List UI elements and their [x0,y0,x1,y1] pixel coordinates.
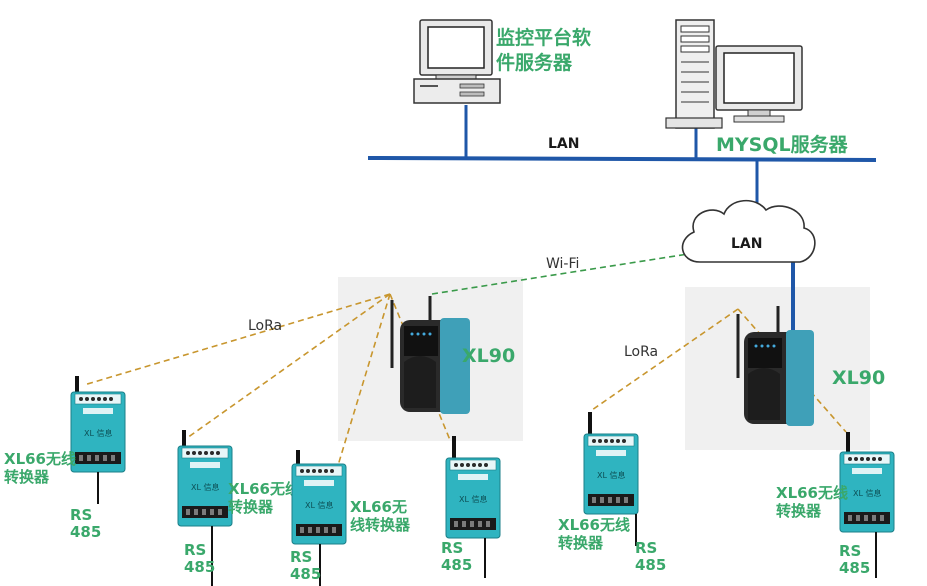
converter-2-num: 485 [184,558,215,576]
desktop-computer-icon [413,19,501,104]
wireless-converter-icon: XL 信息 [583,412,639,546]
server-monitor-icon [715,45,803,123]
converter-6-rs: RS [839,542,861,560]
mysql-server-label: MYSQL服务器 [716,133,849,156]
lora-label-right: LoRa [624,344,658,360]
converter-3-label-line1: XL66无 [350,498,407,516]
svg-text:XL 信息: XL 信息 [191,482,219,492]
lan-bus-line [367,156,877,162]
converter-3-label-line2: 线转换器 [350,516,411,534]
wireless-converter-icon: XL 信息 [291,450,347,586]
converter-4-num: 485 [441,556,472,574]
converter-1-num: 485 [70,523,101,541]
converter-5-label-line1: XL66无线 [558,516,630,534]
converter-2-rs: RS [184,541,206,559]
lan-bus-label: LAN [548,136,579,152]
server-tower-icon [665,19,723,129]
converter-3-num: 485 [290,565,321,583]
converter-5-label-line2: 转换器 [558,534,604,552]
converter-5-rs: RS [635,539,657,557]
wireless-converter-icon: XL 信息 [445,436,501,578]
svg-text:XL 信息: XL 信息 [597,470,625,480]
lora-label-left: LoRa [248,318,282,334]
converter-2-label-line2: 转换器 [228,498,274,516]
monitor-server-label-line2: 件服务器 [496,51,573,74]
wireless-converter-icon: XL 信息 [177,430,233,586]
converter-1-label-line2: 转换器 [4,468,50,486]
svg-text:XL 信息: XL 信息 [853,488,881,498]
svg-text:XL 信息: XL 信息 [305,500,333,510]
wireless-converter-icon: XL 信息 [70,376,126,504]
gateway-device-icon [390,296,470,414]
converter-3-rs: RS [290,548,312,566]
wireless-converter-icon: XL 信息 [839,432,895,578]
wifi-link [431,253,689,295]
wifi-label: Wi-Fi [546,256,579,272]
cloud-icon [681,199,816,263]
converter-6-num: 485 [839,559,870,577]
converter-6-label-line2: 转换器 [776,502,822,520]
gateway-device-icon [736,306,814,426]
monitor-server-label-line1: 监控平台软 [496,26,591,49]
converter-2-label-line1: XL66无线 [228,480,300,498]
gateway-right-label: XL90 [832,367,885,389]
svg-text:XL 信息: XL 信息 [459,494,487,504]
converter-1-label-line1: XL66无线 [4,450,76,468]
converter-5-num: 485 [635,556,666,574]
lora-links-left [83,293,451,473]
gateway-left-label: XL90 [462,345,515,367]
lan-cloud-label: LAN [731,236,762,252]
converter-4-rs: RS [441,539,463,557]
svg-text:XL 信息: XL 信息 [84,428,112,438]
converter-1-rs: RS [70,506,92,524]
converter-6-label-line1: XL66无线 [776,484,848,502]
